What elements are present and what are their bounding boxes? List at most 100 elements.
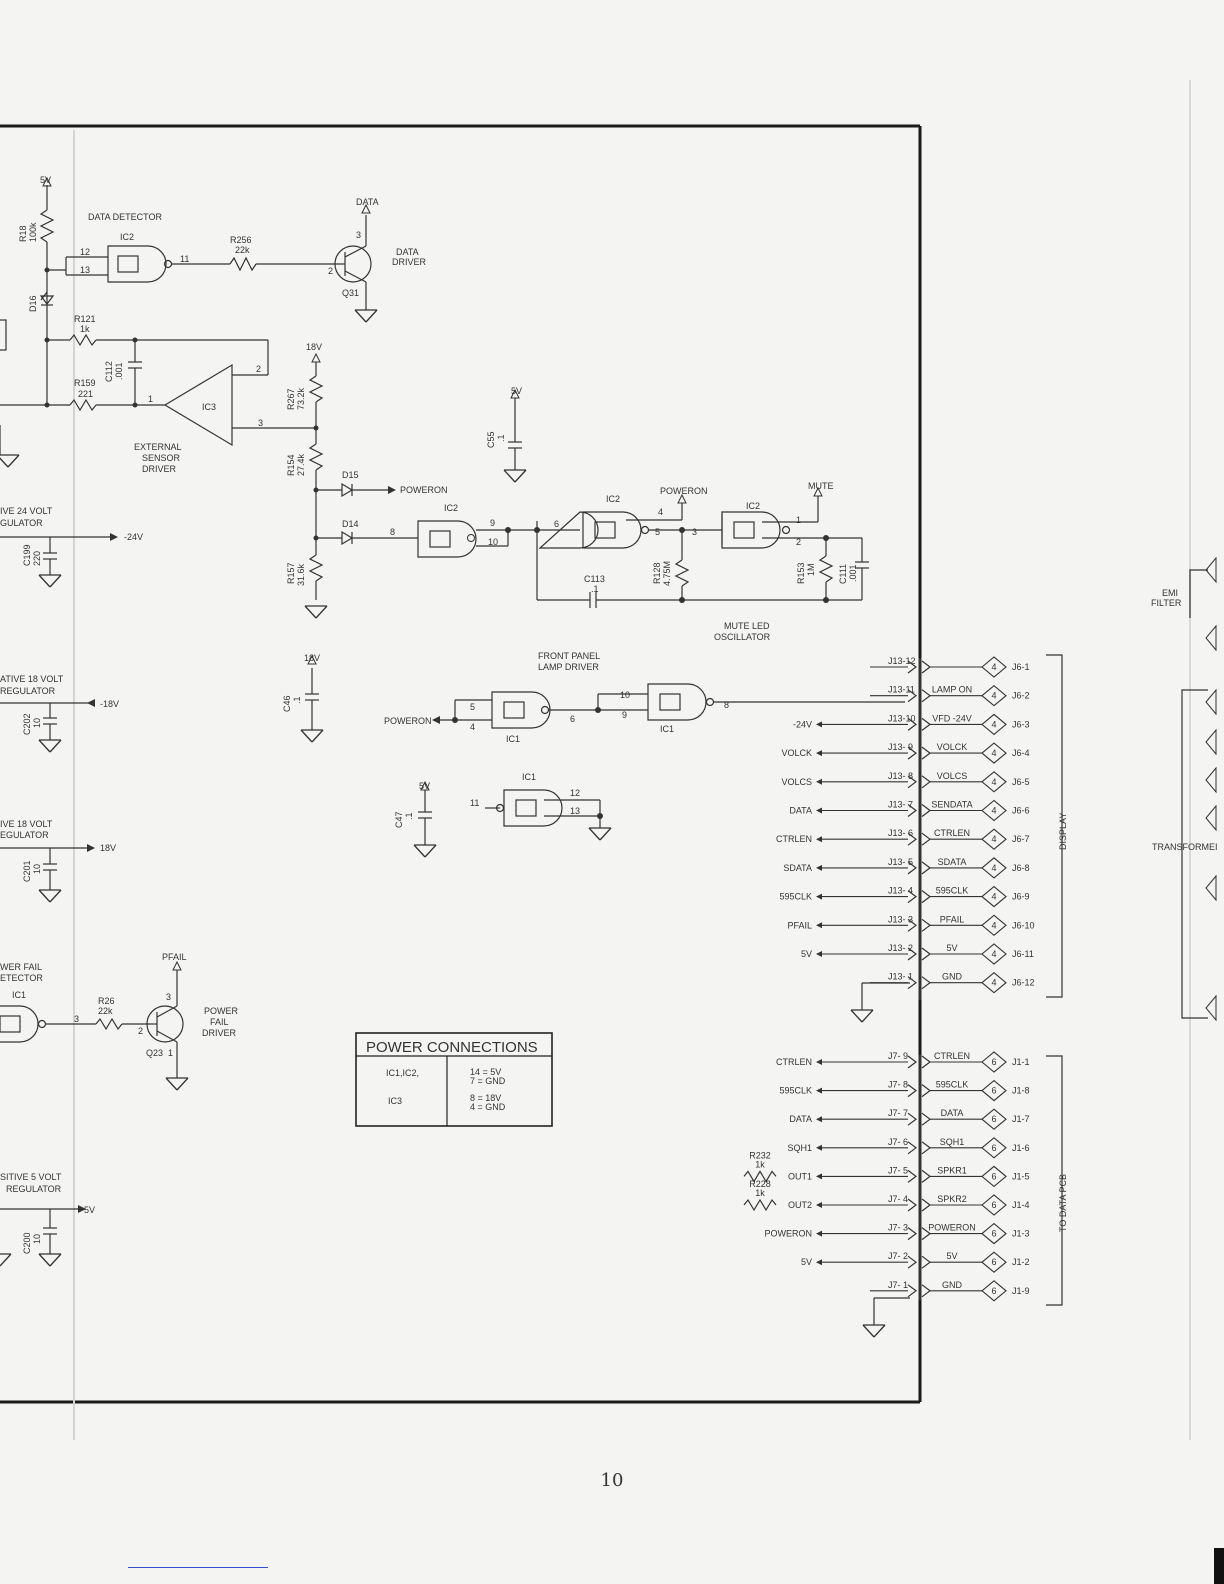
data-pcb-pin-name: GND bbox=[942, 1280, 963, 1290]
ic2d-ref: IC2 bbox=[746, 501, 760, 511]
display-plug: J13- 7 bbox=[888, 800, 913, 810]
display-contact bbox=[907, 746, 917, 760]
display-pin-ref: J6-7 bbox=[1012, 834, 1030, 844]
data-pcb-signal: CTRLEN bbox=[776, 1057, 812, 1067]
power-table-title: POWER CONNECTIONS bbox=[366, 1039, 538, 1056]
display-arrow bbox=[816, 893, 822, 900]
data-pcb-terminal bbox=[981, 1137, 1007, 1159]
display-terminal-tag: 4 bbox=[991, 806, 996, 816]
display-contact bbox=[907, 832, 917, 846]
power-table-conn-row1b: 7 = GND bbox=[470, 1076, 506, 1086]
neg24-out-label: -24V bbox=[124, 532, 143, 542]
display-terminal bbox=[981, 857, 1007, 879]
display-pin-name: VOLCK bbox=[937, 742, 968, 752]
v5-c55-label: 5V bbox=[511, 386, 522, 396]
data-driver-line2: DRIVER bbox=[392, 257, 427, 267]
display-terminal bbox=[981, 771, 1007, 793]
c200-value: 10 bbox=[32, 1234, 42, 1244]
ic1c-pin-11: 11 bbox=[470, 798, 479, 808]
display-signal: -24V bbox=[793, 719, 812, 729]
lamp-driver-section bbox=[305, 668, 905, 845]
data-pcb-pin-name: DATA bbox=[941, 1108, 964, 1118]
data-signal-label: DATA bbox=[356, 197, 379, 207]
data-pcb-plug: J7- 8 bbox=[888, 1080, 908, 1090]
ic2c-ref: IC2 bbox=[606, 494, 620, 504]
data-pcb-arrow bbox=[816, 1116, 822, 1123]
display-bracket-label: DISPLAY bbox=[1058, 813, 1068, 850]
display-terminal bbox=[981, 713, 1007, 736]
data-pcb-contact bbox=[907, 1055, 917, 1069]
display-contact bbox=[921, 660, 931, 674]
display-contact bbox=[921, 976, 931, 990]
display-terminal-tag: 4 bbox=[991, 949, 996, 959]
display-contact bbox=[921, 861, 931, 875]
ic2b-pin-10: 10 bbox=[488, 537, 498, 547]
data-pcb-pin-name: SPKR2 bbox=[937, 1194, 967, 1204]
data-pcb-contact bbox=[921, 1169, 931, 1183]
power-table-conn-row2b: 4 = GND bbox=[470, 1102, 506, 1112]
data-pcb-terminal bbox=[981, 1079, 1007, 1102]
display-signal: VOLCS bbox=[781, 777, 812, 787]
display-arrow bbox=[816, 807, 822, 814]
ic1-pfail-pin-3: 3 bbox=[74, 1014, 79, 1024]
ic2a-pin-13: 13 bbox=[80, 265, 90, 275]
data-pcb-plug: J7- 7 bbox=[888, 1108, 908, 1118]
ic2d-pin-2: 2 bbox=[796, 537, 801, 547]
neg18-out-label: -18V bbox=[100, 699, 119, 709]
c111-ref: C111 bbox=[838, 564, 848, 584]
c113-ref: C113 bbox=[584, 574, 605, 584]
ext-sensor-line2: SENSOR bbox=[142, 453, 181, 463]
data-pcb-signal: OUT2 bbox=[788, 1200, 812, 1210]
ic2d-pin-3: 3 bbox=[692, 527, 697, 537]
data-pcb-arrow bbox=[816, 1173, 822, 1180]
display-contact bbox=[921, 918, 931, 932]
data-pcb-terminal-tag: 6 bbox=[991, 1229, 996, 1239]
data-pcb-arrow bbox=[816, 1059, 822, 1065]
display-pin-ref: J6-5 bbox=[1012, 777, 1030, 787]
display-pin-name: 5V bbox=[946, 943, 957, 953]
ic2a-ref: IC2 bbox=[120, 232, 134, 242]
ic2b-ref: IC2 bbox=[444, 503, 458, 513]
display-contact bbox=[907, 804, 917, 817]
display-terminal-tag: 4 bbox=[991, 863, 996, 873]
c55-value: .1 bbox=[496, 434, 506, 442]
series-resistor bbox=[743, 1170, 777, 1183]
r128-ref: R128 bbox=[652, 562, 662, 584]
data-pcb-pin-ref: J1-3 bbox=[1012, 1229, 1030, 1239]
q31-ref: Q31 bbox=[342, 288, 359, 298]
data-pcb-terminal-tag: 6 bbox=[991, 1200, 996, 1210]
power-table-conn-row1a: 14 = 5V bbox=[470, 1067, 501, 1077]
data-pcb-terminal bbox=[981, 1051, 1007, 1073]
data-pcb-contact bbox=[907, 1084, 917, 1098]
r267-value: 73.2k bbox=[296, 387, 306, 410]
display-contact bbox=[907, 947, 917, 961]
pfail-driver-line3: DRIVER bbox=[202, 1028, 237, 1038]
d15-ref: D15 bbox=[342, 470, 359, 480]
power-table-conn-row2a: 8 = 18V bbox=[470, 1093, 501, 1103]
data-pcb-pin-ref: J1-8 bbox=[1012, 1086, 1030, 1096]
r26-value: 22k bbox=[98, 1006, 113, 1016]
series-resistor-value: 1k bbox=[755, 1188, 765, 1198]
data-pcb-terminal-tag: 6 bbox=[991, 1057, 996, 1067]
ic1-pfail-ref: IC1 bbox=[12, 990, 26, 1000]
power-fail-section bbox=[0, 970, 184, 1078]
power-table-ic-row1: IC1,IC2, bbox=[386, 1068, 419, 1078]
data-pcb-pin-ref: J1-2 bbox=[1012, 1257, 1030, 1267]
ic3-pin-1: 1 bbox=[148, 394, 153, 404]
data-pcb-pin-name: POWERON bbox=[928, 1223, 976, 1233]
data-pcb-contact bbox=[921, 1084, 931, 1098]
data-pcb-pin-name: 5V bbox=[946, 1251, 957, 1261]
r121-value: 1k bbox=[80, 324, 90, 334]
c199-ref: C199 bbox=[22, 544, 32, 566]
q23-pin-3: 3 bbox=[166, 992, 171, 1002]
display-arrow bbox=[816, 836, 822, 843]
display-arrow bbox=[816, 778, 822, 785]
ic3-pin-2: 2 bbox=[256, 364, 261, 374]
